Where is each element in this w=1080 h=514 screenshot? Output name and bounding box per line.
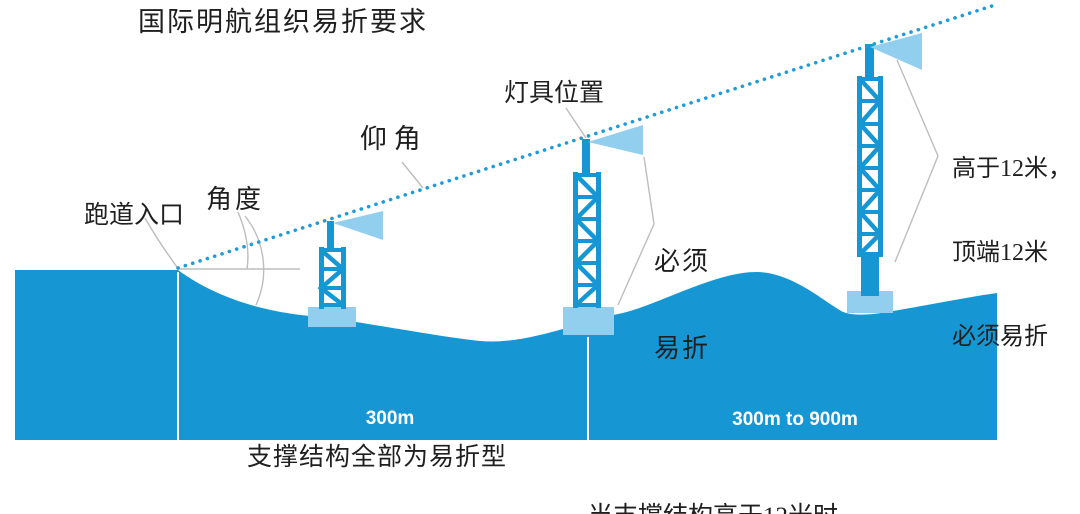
tall-note-bracket (894, 59, 939, 263)
diagram-title: 国际明航组织易折要求 (138, 7, 428, 37)
tower-medium (572, 125, 643, 308)
tower-base-short (308, 307, 356, 327)
light-position-leader-line (565, 107, 587, 139)
angle-label: 角度 (206, 185, 265, 214)
runway-threshold-label: 跑道入口 (84, 202, 185, 229)
light-flag-short (333, 211, 383, 240)
elevation-angle-label: 仰 角 (360, 124, 421, 154)
must-frangible-bracket (617, 156, 655, 306)
angle-arc (244, 215, 265, 306)
tall-tower-note: 高于12米， 顶端12米 必须易折 (952, 156, 1072, 350)
tower-base-tall (847, 291, 893, 313)
tower-short (317, 211, 383, 309)
angle-leader-line (237, 211, 249, 270)
approach-sight-line (176, 3, 997, 270)
light-position-label: 灯具位置 (504, 80, 605, 107)
distance-label-300m-900m: 300m to 900m (732, 409, 858, 430)
light-flag-medium (588, 125, 643, 155)
tower-base-medium (563, 307, 614, 335)
elevation-leader-line (401, 161, 424, 189)
tower-solid-lower-section (861, 254, 879, 296)
caption-right: 当支撑结构高于12米时， 易折要求仅适用于顶端12米 (588, 442, 888, 514)
must-frangible-label: 必须 易折 (654, 247, 711, 363)
terrain-cross-section (15, 270, 997, 440)
tower-tall (856, 33, 922, 296)
caption-left: 支撑结构全部为易折型 (247, 444, 508, 471)
distance-label-300m: 300m (365, 408, 415, 429)
runway-leader-line (144, 217, 178, 268)
light-flag-tall (870, 33, 922, 70)
